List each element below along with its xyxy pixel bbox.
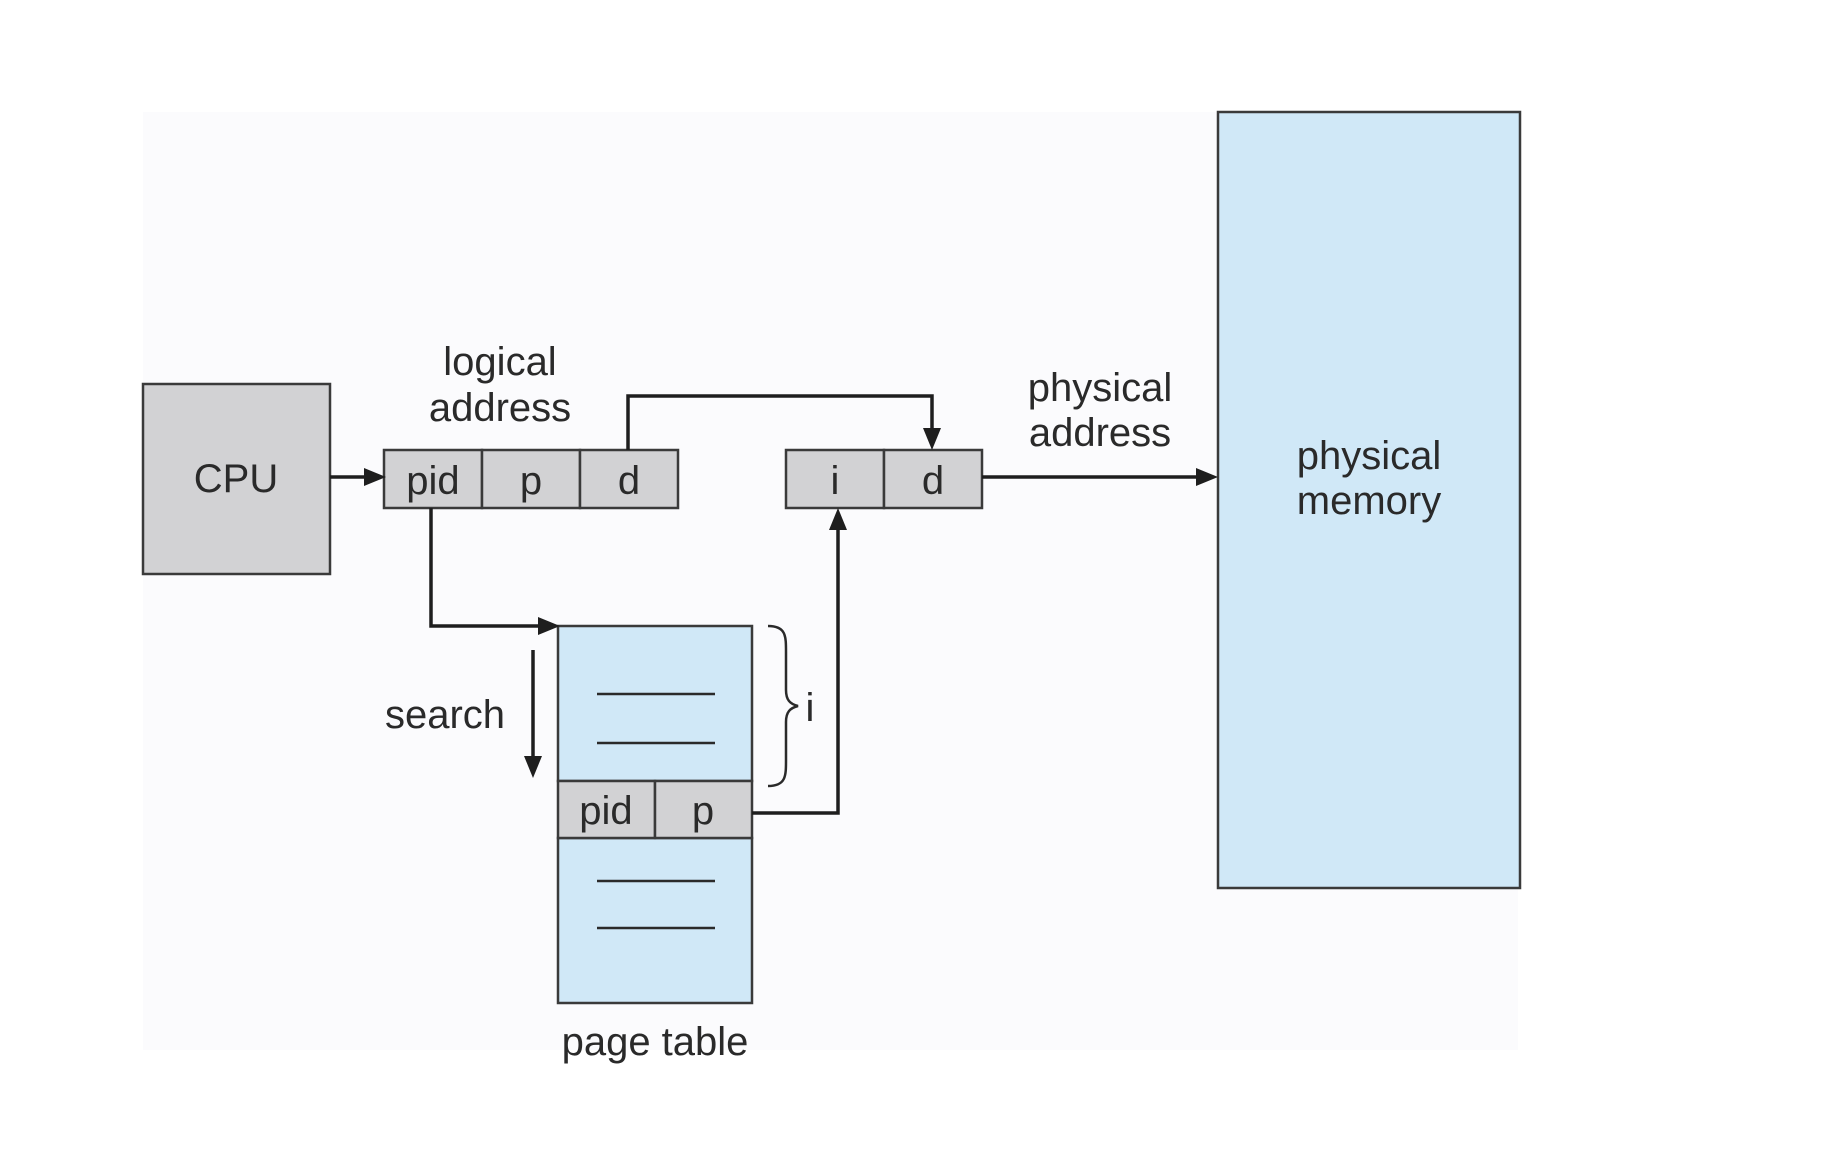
- physical-memory-box: [1216, 110, 1522, 890]
- physical-d-text: d: [922, 459, 944, 503]
- page-table-upper-region: [556, 624, 754, 783]
- logical-p-cell: [480, 448, 582, 510]
- entry-to-i-arrow: [752, 526, 840, 815]
- physical-i-text: i: [831, 459, 840, 503]
- search-arrow-head: [524, 756, 542, 778]
- offset-copy-arrow: [626, 394, 934, 450]
- cpu-label: CPU: [194, 457, 278, 501]
- cpu-block: CPU: [141, 382, 332, 576]
- offset-copy-arrowhead: [923, 428, 941, 450]
- logical-pid-cell: [382, 448, 484, 510]
- brace-i-label: i: [806, 686, 815, 730]
- page-table-lower-region: [556, 836, 754, 1005]
- physical-memory-label-line1: physical: [1297, 434, 1442, 478]
- cpu-box: [141, 382, 332, 576]
- physical-address-label-line2: address: [1029, 411, 1171, 455]
- entry-to-i-arrowhead: [829, 508, 847, 530]
- logical-address-label-line1: logical: [443, 340, 556, 384]
- logical-pid-text: pid: [406, 459, 459, 503]
- index-brace: [767, 624, 799, 788]
- physical-address-label-line1: physical: [1028, 366, 1173, 410]
- page-table-p-text: p: [692, 789, 714, 833]
- page-table-p-cell: [653, 779, 754, 840]
- physical-i-cell: [784, 448, 886, 510]
- page-table-label: page table: [562, 1020, 749, 1064]
- logical-d-cell: [578, 448, 680, 510]
- physical-d-cell: [882, 448, 984, 510]
- logical-d-text: d: [618, 459, 640, 503]
- physical-to-memory-arrowhead: [1196, 468, 1218, 486]
- cpu-to-logical-arrowhead: [364, 468, 386, 486]
- logical-address-register: pid p d: [382, 448, 680, 510]
- physical-memory-block: physical memory: [1216, 110, 1522, 890]
- physical-address-register: i d: [784, 448, 984, 510]
- pid-to-page-table-arrow: [429, 508, 542, 628]
- search-label: search: [385, 693, 505, 737]
- page-table: pid p page table: [556, 624, 754, 1064]
- physical-memory-label-line2: memory: [1297, 479, 1441, 523]
- page-table-pid-text: pid: [579, 789, 632, 833]
- logical-p-text: p: [520, 459, 542, 503]
- pid-to-page-table-arrowhead: [538, 617, 560, 635]
- logical-address-label-line2: address: [429, 386, 571, 430]
